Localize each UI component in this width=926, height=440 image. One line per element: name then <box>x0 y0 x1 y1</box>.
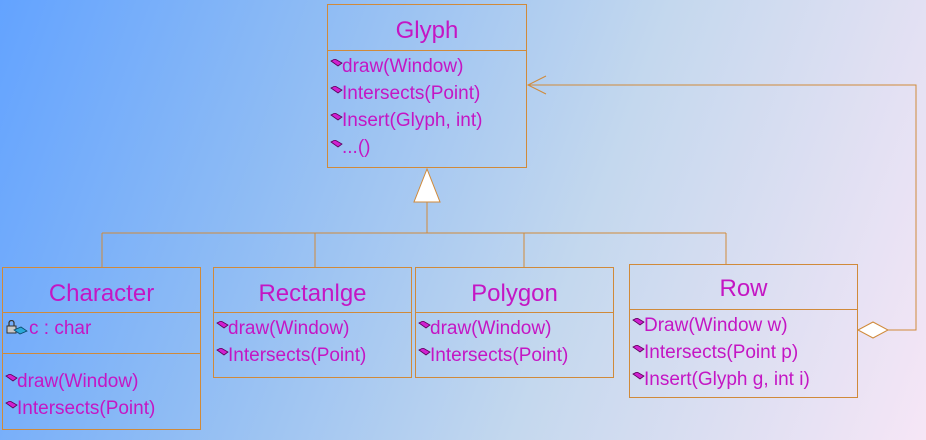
aggregation-diamond <box>856 321 890 339</box>
operation: Intersects(Point) <box>214 342 411 369</box>
operation: Intersects(Point) <box>416 342 613 369</box>
class-name: Polygon <box>416 268 613 313</box>
aggregation-line <box>528 84 917 331</box>
operation-icon <box>418 321 431 329</box>
class-name: Glyph <box>328 5 526 51</box>
class-row[interactable]: Row Draw(Window w) Intersects(Point p) I… <box>629 264 858 398</box>
operation-icon <box>418 348 431 356</box>
operation: Intersects(Point p) <box>630 339 857 366</box>
operation: draw(Window) <box>3 368 200 395</box>
class-polygon[interactable]: Polygon draw(Window) Intersects(Point) <box>415 267 614 378</box>
operation: Intersects(Point) <box>3 395 200 422</box>
operation: Draw(Window w) <box>630 312 857 339</box>
operation-icon <box>5 401 18 409</box>
operation: Intersects(Point) <box>328 80 526 107</box>
operation-icon <box>330 113 343 121</box>
attribute: c : char <box>3 315 200 342</box>
operations-section: draw(Window) Intersects(Point) Insert(Gl… <box>328 51 526 161</box>
operation-icon <box>632 372 645 380</box>
class-name: Character <box>3 268 200 313</box>
operation: ...() <box>328 134 526 161</box>
class-name: Rectanlge <box>214 268 411 313</box>
operation: Insert(Glyph, int) <box>328 107 526 134</box>
class-glyph[interactable]: Glyph draw(Window) Intersects(Point) Ins… <box>327 4 527 168</box>
operations-section: Draw(Window w) Intersects(Point p) Inser… <box>630 310 857 393</box>
operation-icon <box>216 348 229 356</box>
operation-icon <box>632 345 645 353</box>
operations-section: draw(Window) Intersects(Point) <box>3 353 200 422</box>
attributes-section: c : char <box>3 313 200 353</box>
operation-icon <box>330 59 343 67</box>
operations-section: draw(Window) Intersects(Point) <box>214 313 411 369</box>
operation: draw(Window) <box>328 53 526 80</box>
private-attribute-icon <box>6 320 28 335</box>
class-name: Row <box>630 265 857 310</box>
operation-icon <box>330 86 343 94</box>
operation-icon <box>330 140 343 148</box>
operation-icon <box>216 321 229 329</box>
operation: draw(Window) <box>416 315 613 342</box>
operation: draw(Window) <box>214 315 411 342</box>
class-character[interactable]: Character c : char draw(Window) Intersec… <box>2 267 201 430</box>
class-rectangle[interactable]: Rectanlge draw(Window) Intersects(Point) <box>213 267 412 378</box>
operation-icon <box>5 374 18 382</box>
operations-section: draw(Window) Intersects(Point) <box>416 313 613 369</box>
operation: Insert(Glyph g, int i) <box>630 366 857 393</box>
operation-icon <box>632 318 645 326</box>
generalization-arrowhead <box>413 167 441 203</box>
aggregation-arrowhead <box>526 75 547 95</box>
